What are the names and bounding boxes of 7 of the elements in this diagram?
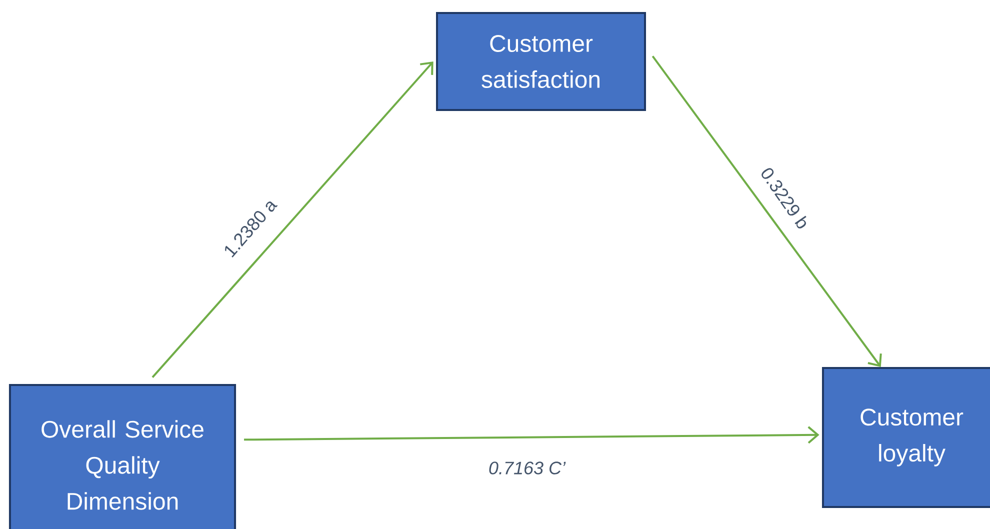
arrow <box>244 426 820 444</box>
arrow <box>652 56 882 368</box>
arrow <box>152 62 434 378</box>
edge-label: 0.7163 C’ <box>487 460 567 476</box>
process-box: Customer satisfaction <box>436 12 646 112</box>
process-box: Customer loyalty <box>822 367 990 508</box>
process-box: Overall Service Quality Dimension <box>8 384 236 529</box>
